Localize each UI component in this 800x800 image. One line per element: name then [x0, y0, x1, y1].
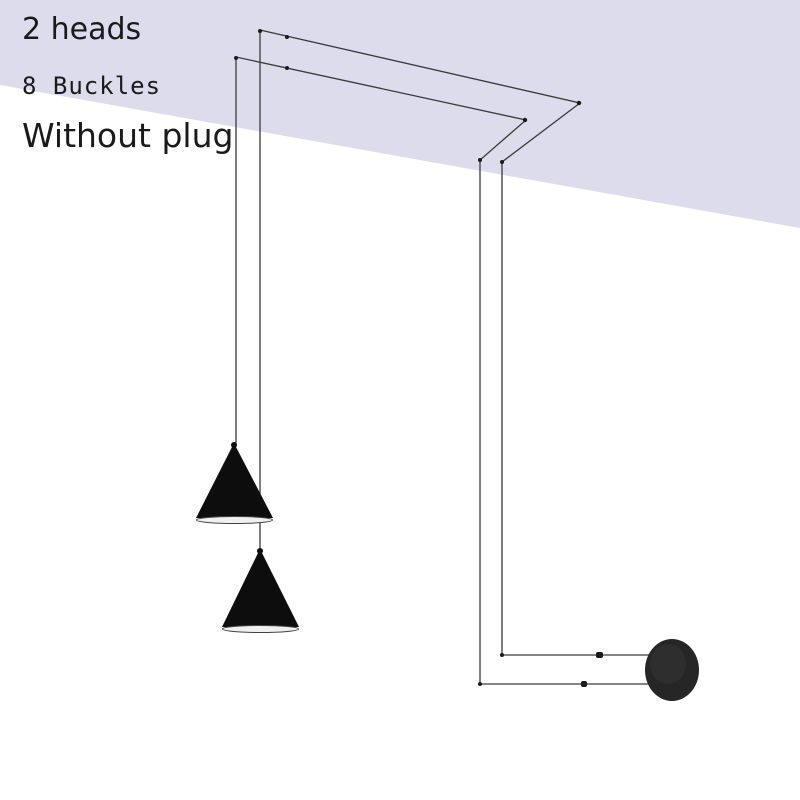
buckle-clip [581, 681, 587, 687]
buckle-dot [258, 29, 262, 33]
buckles-label: 8 Buckles [22, 72, 162, 100]
cone-pendant-lamp-icon [196, 442, 273, 524]
buckle-dot [285, 35, 289, 39]
heads-label: 2 heads [22, 12, 142, 47]
buckle-dot [576, 100, 582, 106]
buckle-dot [285, 66, 289, 70]
round-wall-canopy-icon [645, 639, 699, 701]
buckle-dot [500, 653, 504, 657]
buckle-dot [500, 160, 504, 164]
buckle-dot [522, 117, 528, 123]
plug-label: Without plug [22, 116, 234, 155]
buckle-dot [478, 158, 482, 162]
buckle-dot [478, 682, 482, 686]
buckles [234, 29, 603, 687]
buckle-dot [234, 56, 238, 60]
buckle-clip [596, 652, 603, 658]
cone-pendant-lamp-icon [222, 548, 299, 633]
ceiling-plane [0, 0, 800, 228]
